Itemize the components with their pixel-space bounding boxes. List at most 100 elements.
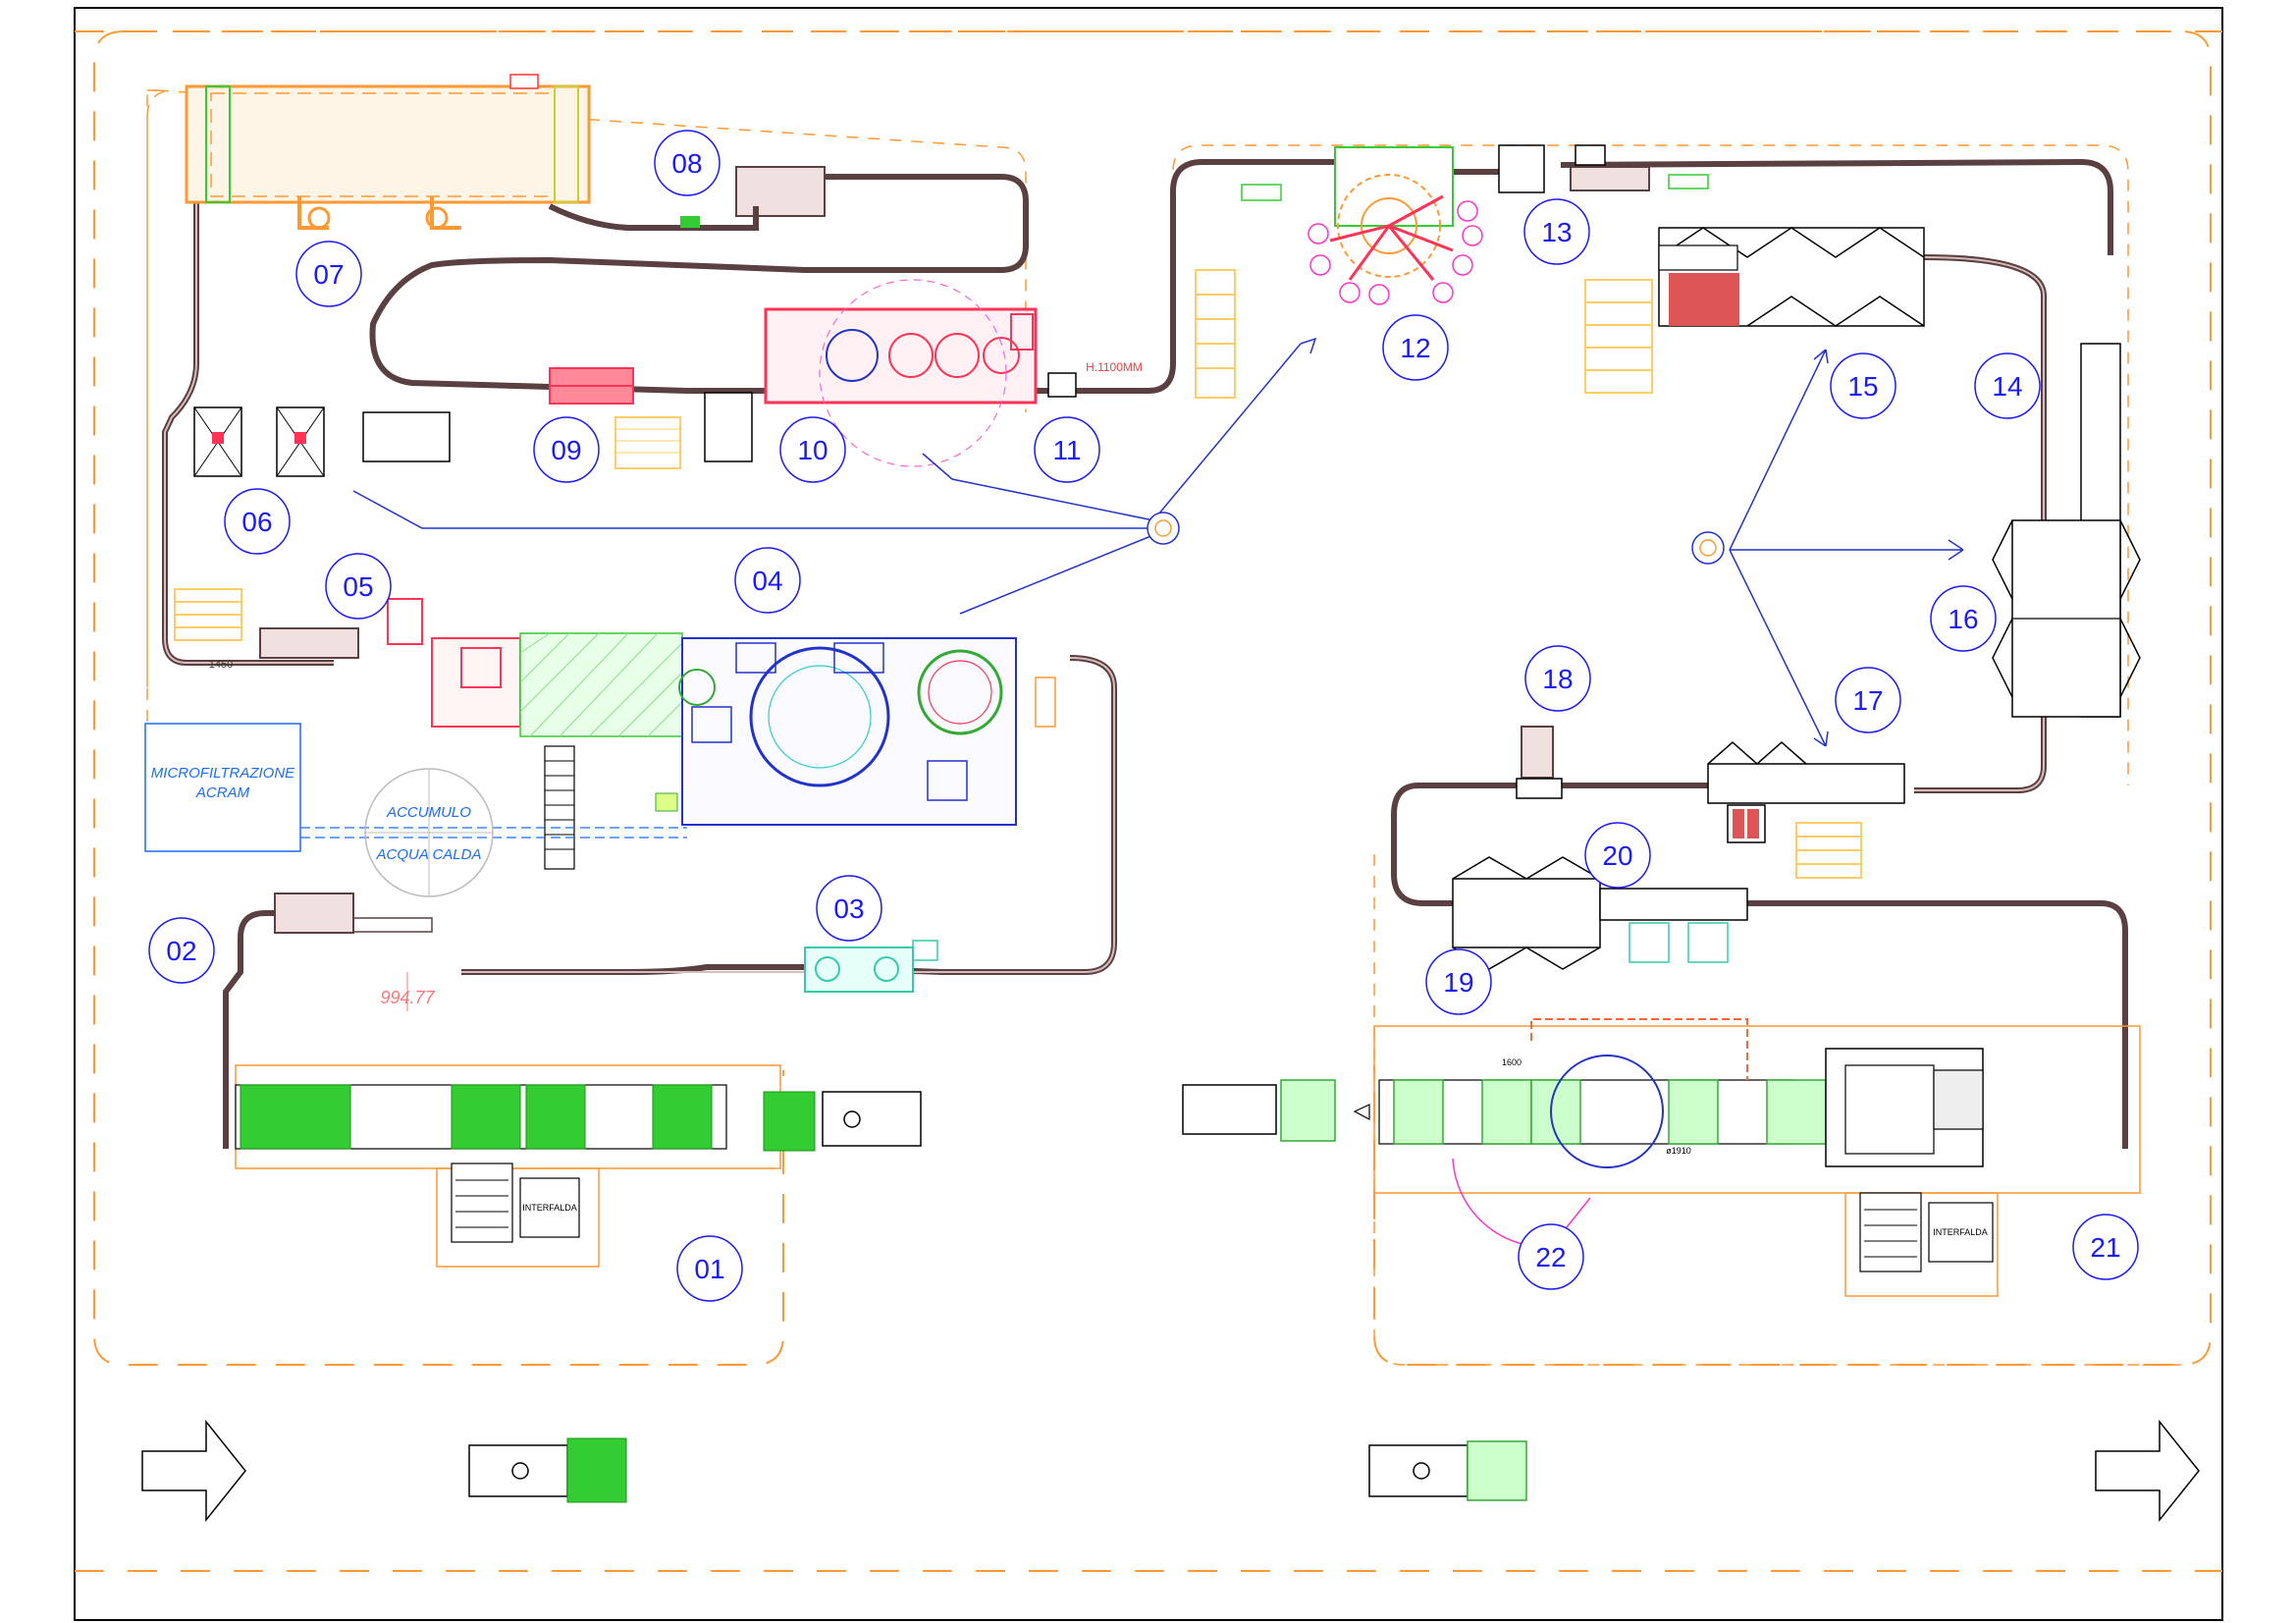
area-boundary-right-inner	[1172, 144, 2129, 785]
station-marker-17: 17	[1835, 667, 1901, 733]
machine-15-packer	[1584, 227, 1925, 394]
dim-1450-label: 1450	[209, 659, 233, 671]
station-marker-label: 21	[2090, 1232, 2120, 1263]
station-marker-19: 19	[1425, 948, 1492, 1015]
station-marker-11: 11	[1034, 416, 1100, 483]
station-marker-12: 12	[1382, 314, 1449, 381]
conveyor-left-vertical	[162, 128, 334, 666]
station-marker-02: 02	[148, 917, 215, 984]
drawing-border	[74, 7, 2223, 1621]
station-marker-circle	[1034, 416, 1100, 483]
station-marker-label: 20	[1602, 840, 1632, 871]
station-marker-circle	[2072, 1214, 2139, 1280]
station-marker-08: 08	[654, 130, 721, 196]
machine-10-filler	[704, 279, 1038, 467]
station-marker-14: 14	[1974, 352, 2041, 419]
station-markers: 01 02 03 04 05 06 07 08 09 10 11 12 13 14 15 16 17 18 19 20…	[148, 130, 2139, 1302]
area-boundary-left-inner	[146, 89, 1027, 722]
station-marker-04: 04	[734, 547, 801, 614]
operator-sightlines-right	[1729, 349, 1964, 747]
accumulo-tank: ACCUMULO ACQUA CALDA	[364, 768, 494, 897]
station-marker-label: 19	[1443, 967, 1473, 998]
acqua-calda-label: ACQUA CALDA	[376, 846, 482, 863]
machine-11-unit	[1047, 372, 1077, 398]
station-marker-label: 15	[1847, 371, 1878, 402]
conveyor-20-to-21	[1747, 900, 2128, 1149]
station-marker-circle	[1523, 198, 1590, 265]
station-marker-circle	[1425, 948, 1492, 1015]
bottom-forklift-right	[1368, 1440, 1527, 1501]
area-boundary-bottom-right	[1373, 854, 2181, 1366]
station-marker-circle	[224, 488, 291, 555]
station-marker-01: 01	[676, 1235, 743, 1302]
operator-icon-left	[1147, 512, 1180, 545]
machine-05-unit	[174, 588, 423, 659]
station-marker-07: 07	[295, 241, 362, 307]
machine-13-box	[1498, 144, 1709, 193]
station-marker-circle	[1524, 645, 1591, 712]
machine-04-block	[431, 632, 1056, 870]
station-marker-label: 09	[551, 435, 581, 465]
station-marker-circle	[1835, 667, 1901, 733]
station-marker-15: 15	[1830, 352, 1896, 419]
conveyor-17-to-19	[1391, 783, 1708, 906]
station-marker-circle	[676, 1235, 743, 1302]
station-marker-16: 16	[1930, 585, 1997, 652]
station-marker-18: 18	[1524, 645, 1591, 712]
station-marker-circle	[1518, 1223, 1584, 1290]
station-marker-06: 06	[224, 488, 291, 555]
station-marker-label: 10	[797, 435, 828, 465]
station-marker-03: 03	[816, 875, 882, 942]
station-marker-label: 04	[752, 566, 782, 596]
station-marker-10: 10	[779, 416, 846, 483]
station-marker-circle	[1974, 352, 2041, 419]
interfalda-right-label: INTERFALDA	[1933, 1227, 1988, 1237]
station-marker-21: 21	[2072, 1214, 2139, 1280]
operator-sightlines-left	[352, 337, 1317, 615]
station-marker-circle	[533, 416, 600, 483]
station-marker-circle	[779, 416, 846, 483]
station-marker-05: 05	[325, 553, 392, 620]
station-marker-label: 05	[343, 571, 373, 602]
microfiltrazione-label-2: ACRAM	[195, 784, 250, 801]
station-marker-label: 16	[1948, 604, 1978, 634]
conveyor-02-to-01	[223, 910, 285, 1149]
flow-arrow-right	[2095, 1419, 2200, 1523]
station-marker-label: 14	[1992, 371, 2022, 402]
machine-06-hoppers	[193, 406, 451, 477]
station-marker-circle	[1382, 314, 1449, 381]
machine-12-rotary	[1195, 146, 1483, 399]
station-marker-circle	[325, 553, 392, 620]
station-marker-circle	[148, 917, 215, 984]
station-marker-label: 02	[166, 936, 196, 966]
flow-arrow-left	[141, 1419, 246, 1523]
height-note-label: H.1100MM	[1086, 360, 1143, 374]
station-marker-circle	[654, 130, 721, 196]
station-marker-label: 12	[1400, 333, 1430, 363]
station-marker-label: 18	[1542, 664, 1573, 694]
machine-16-wrapper	[1992, 519, 2141, 718]
station-marker-22: 22	[1518, 1223, 1584, 1290]
station-marker-circle	[816, 875, 882, 942]
machine-02-unit	[274, 893, 433, 1011]
station-marker-circle	[295, 241, 362, 307]
machine-18-tower	[1516, 726, 1563, 799]
machine-01-palletizer: INTERFALDA	[235, 1064, 922, 1268]
machine-19-20-line	[1452, 856, 1748, 970]
conveyor-11-to-12	[1070, 159, 1335, 394]
station-marker-circle	[1930, 585, 1997, 652]
interfalda-left-label: INTERFALDA	[522, 1203, 577, 1213]
machine-21-22-palletizer: INTERFALDA 1600 ø1910	[1182, 1018, 2141, 1297]
machine-03-labeler	[804, 940, 938, 993]
bottom-forklift-left	[468, 1437, 627, 1503]
station-marker-label: 08	[671, 148, 702, 179]
station-marker-label: 17	[1852, 685, 1883, 716]
machine-09-red-unit	[549, 367, 681, 469]
station-marker-circle	[734, 547, 801, 614]
station-marker-circle	[1584, 822, 1651, 889]
station-marker-label: 03	[833, 893, 864, 924]
station-marker-13: 13	[1523, 198, 1590, 265]
station-marker-09: 09	[533, 416, 600, 483]
microfiltrazione-label-1: MICROFILTRAZIONE	[151, 765, 295, 782]
